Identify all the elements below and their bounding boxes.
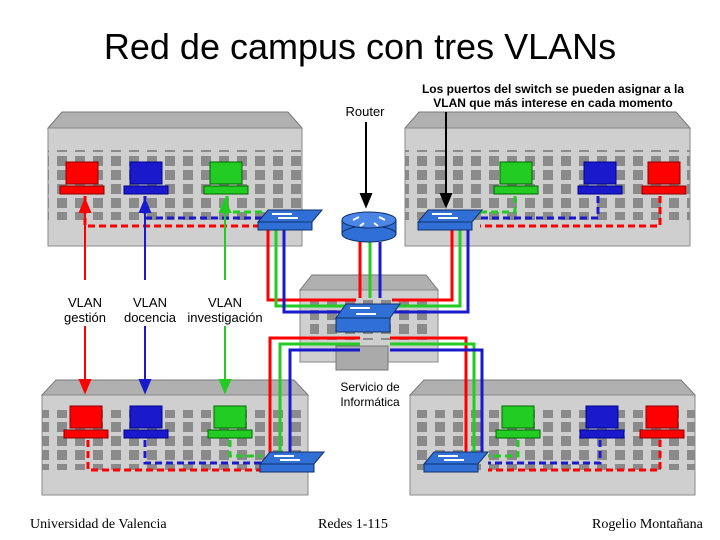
switch-top-right-icon <box>416 209 484 231</box>
router-pointer-arrow <box>359 122 373 209</box>
switch-note: Los puertos del switch se pueden asignar… <box>421 82 685 110</box>
computer-red-icon <box>63 405 109 439</box>
computer-green-icon <box>207 405 253 439</box>
switch-center-icon <box>335 303 401 333</box>
computer-blue-icon <box>579 405 625 439</box>
page-title: Red de campus con tres VLANs <box>103 26 617 67</box>
vlan-investigacion-arrow <box>218 197 232 395</box>
switch-bottom-left-icon <box>258 451 326 473</box>
computer-blue-icon <box>123 161 169 195</box>
computer-red-icon <box>59 161 105 195</box>
switch-note-arrow <box>439 112 453 209</box>
computer-red-icon <box>641 161 687 195</box>
switch-bottom-right-icon <box>422 451 490 473</box>
footer-center: Redes 1-115 <box>318 517 388 532</box>
trunk-links <box>266 222 484 455</box>
router-label: Router <box>345 104 385 119</box>
computer-green-icon <box>495 405 541 439</box>
computer-blue-icon <box>577 161 623 195</box>
vlan-gestion-arrow <box>78 197 92 395</box>
computer-blue-icon <box>123 405 169 439</box>
computer-green-icon <box>203 161 249 195</box>
access-links <box>83 196 662 472</box>
computer-green-icon <box>493 161 539 195</box>
footer-right: Rogelio Montañana <box>592 517 703 532</box>
vlan-docencia-arrow <box>138 197 152 395</box>
footer-left: Universidad de Valencia <box>30 517 167 532</box>
computer-red-icon <box>639 405 685 439</box>
switch-top-left-icon <box>256 209 324 231</box>
router-icon <box>341 211 397 243</box>
